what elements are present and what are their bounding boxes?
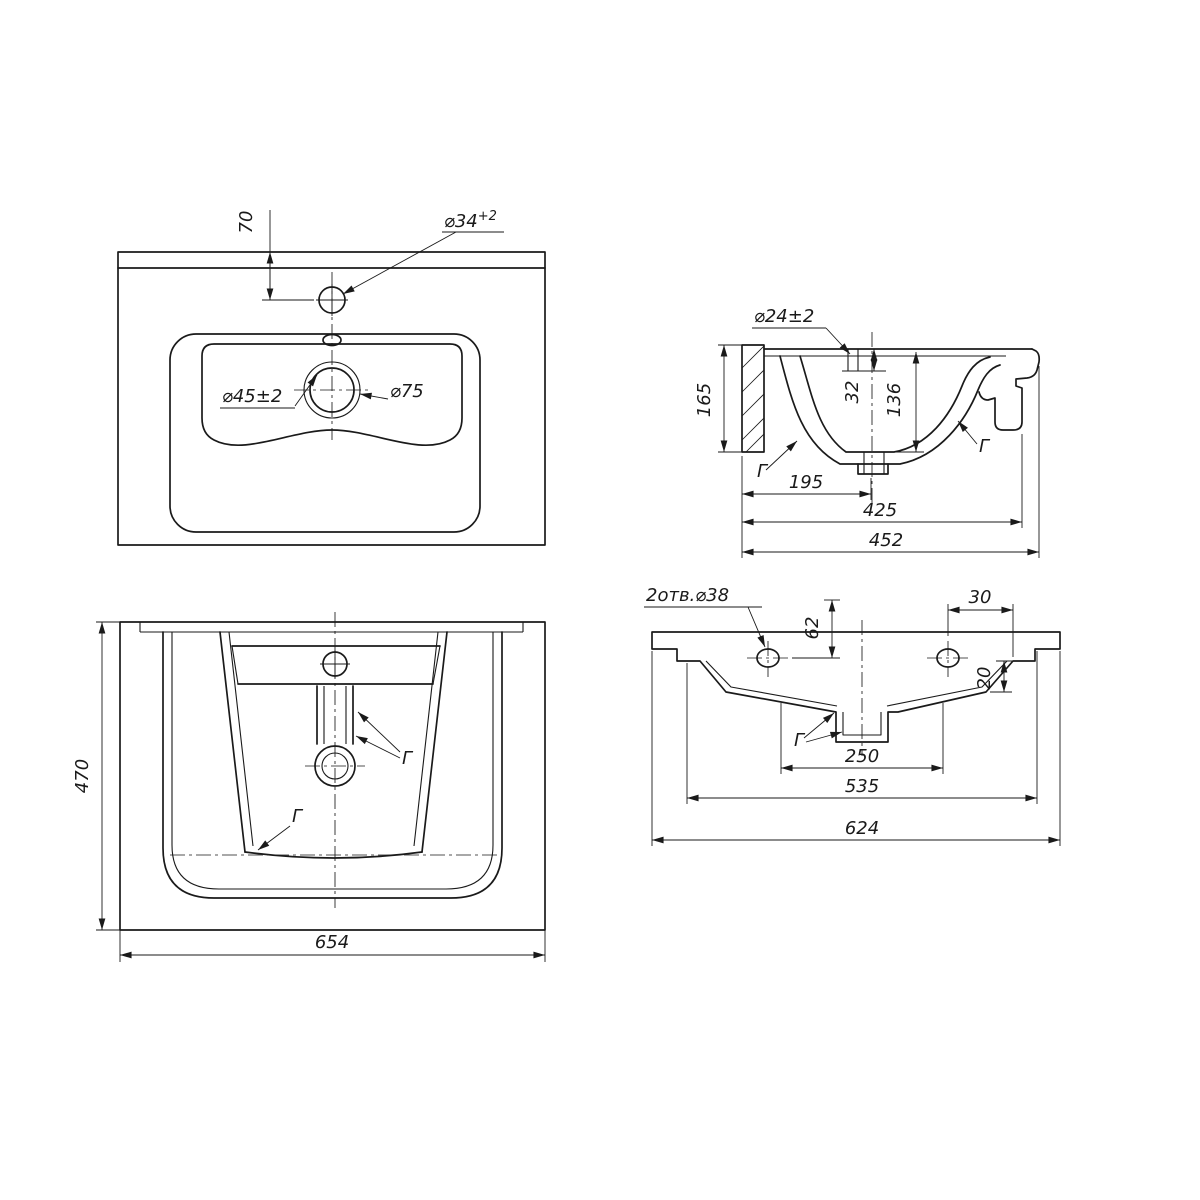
dim-425: 425 (742, 434, 1023, 528)
front-apron-profile (978, 348, 1041, 431)
front-outline (119, 621, 546, 931)
counter-outline (117, 251, 546, 546)
surface-mark-text: Г (979, 436, 991, 457)
centerlines (170, 612, 497, 908)
surface-mark-text: Г (757, 461, 769, 482)
dim-32-text: 32 (842, 381, 863, 404)
drain-tube-front (316, 685, 354, 745)
dim-70-text: 70 (236, 211, 257, 234)
bowl-body-front (162, 631, 503, 899)
bowl-bottom-curve (244, 851, 423, 859)
dim-136-text: 136 (884, 383, 905, 417)
bowl-side-slants-outer (219, 631, 448, 853)
dim-535: 535 (686, 651, 1038, 804)
surface-mark-bottom: Г (257, 806, 304, 851)
dim-30: 30 (947, 587, 1014, 657)
dim-470-text: 470 (72, 759, 93, 793)
dim-165-text: 165 (694, 383, 715, 417)
holes-note-text: 2отв.⌀38 (646, 585, 729, 606)
surface-mark-drain-box: Г (794, 712, 843, 751)
counter-rect (117, 251, 546, 546)
dim-250: 250 (780, 703, 944, 774)
surface-mark-text: Г (794, 730, 806, 751)
label-dia24: ⌀24±2 (752, 306, 851, 355)
mounting-hole-left (747, 641, 789, 677)
basin-opening (169, 333, 481, 533)
surface-mark-back: Г (757, 440, 798, 482)
drain-outlet-section (857, 452, 889, 475)
bowl-inner-wall (799, 355, 991, 453)
dim-20: 20 (974, 660, 1016, 693)
label-dia34: ⌀34+2 (342, 209, 504, 295)
dim-20-text: 20 (974, 667, 995, 690)
dia75-text: ⌀75 (390, 381, 424, 402)
dim-165: 165 (694, 344, 742, 453)
dia45-text: ⌀45±2 (222, 386, 282, 407)
bowl-outer-wall (779, 355, 1001, 465)
label-dia45: ⌀45±2 (220, 374, 318, 409)
view-top-plan: 70 ⌀34+2 ⌀45±2 ⌀75 (117, 209, 546, 546)
dim-30-text: 30 (969, 587, 992, 608)
dim-62: 62 (792, 599, 840, 659)
dim-654: 654 (119, 930, 546, 962)
dim-195: 195 (741, 456, 872, 558)
dim-452-text: 452 (869, 530, 903, 551)
mounting-hole-right (927, 641, 969, 677)
dim-624: 624 (651, 651, 1061, 846)
dim-425-text: 425 (863, 500, 897, 521)
dim-250-text: 250 (845, 746, 879, 767)
back-ledge-band (231, 645, 441, 685)
hatching (741, 345, 765, 453)
dia34-tolerance-text: +2 (478, 209, 497, 224)
overflow-hole-section (842, 349, 866, 372)
dim-535-text: 535 (845, 776, 879, 797)
dim-32: 32 (842, 349, 886, 403)
dim-624-text: 624 (845, 818, 879, 839)
dim-195-text: 195 (789, 472, 823, 493)
view-front: Г Г 470 654 (72, 612, 546, 962)
dia24-text: ⌀24±2 (754, 306, 814, 327)
surface-mark-text: Г (292, 806, 304, 827)
section-profile (763, 332, 1041, 504)
dim-470: 470 (72, 621, 120, 931)
svg-text:⌀34+2: ⌀34+2 (444, 209, 497, 232)
label-holes: 2отв.⌀38 (644, 585, 766, 648)
back-rail-section (741, 344, 765, 453)
view-bottom-section: 2отв.⌀38 62 30 20 Г (644, 585, 1061, 846)
dim-faucet-offset-70: 70 (236, 210, 314, 301)
surface-mark-front: Г (957, 420, 991, 457)
surface-mark-drain: Г (355, 711, 414, 769)
surface-mark-text: Г (402, 748, 414, 769)
dim-62-text: 62 (802, 617, 823, 640)
label-dia75: ⌀75 (359, 381, 424, 402)
view-side-section: ⌀24±2 165 32 136 Г Г (694, 306, 1041, 558)
bottom-section-outline (651, 631, 1061, 743)
dia34-text: ⌀34 (444, 211, 478, 232)
dim-452: 452 (742, 366, 1040, 558)
dim-654-text: 654 (315, 932, 349, 953)
bowl-side-slants-inner (228, 631, 439, 847)
dim-136: 136 (884, 352, 924, 453)
